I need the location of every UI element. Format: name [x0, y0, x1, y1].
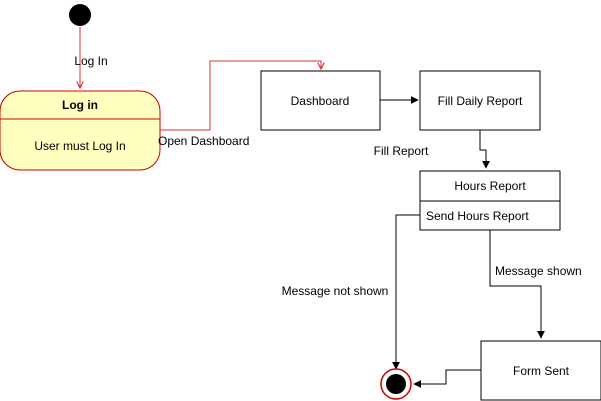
state-form-sent[interactable]: Form Sent [480, 340, 601, 401]
login-title: Log in [62, 98, 98, 112]
edge-fill-to-hours[interactable]: Fill Report [374, 130, 490, 169]
edge-label-open-dashboard: Open Dashboard [158, 134, 249, 148]
edge-login-to-dashboard[interactable]: Open Dashboard [158, 60, 321, 148]
state-hours-report[interactable]: Hours Report Send Hours Report [419, 170, 561, 231]
edge-form-to-end[interactable] [413, 369, 481, 388]
edge-label-log-in: Log In [74, 54, 107, 68]
edge-label-message-shown: Message shown [495, 264, 582, 278]
state-login[interactable]: Log in User must Log In [0, 90, 161, 171]
state-dashboard[interactable]: Dashboard [260, 70, 381, 131]
edge-start-to-login[interactable]: Log In [74, 27, 108, 88]
form-sent-label: Form Sent [513, 364, 570, 378]
edge-label-message-not-shown: Message not shown [282, 284, 389, 298]
initial-state[interactable] [69, 4, 91, 26]
dashboard-label: Dashboard [291, 94, 350, 108]
fill-daily-report-label: Fill Daily Report [438, 94, 523, 108]
hours-report-body: Send Hours Report [426, 209, 529, 223]
login-body: User must Log In [34, 139, 125, 153]
edge-hours-to-end[interactable]: Message not shown [282, 214, 420, 370]
hours-report-title: Hours Report [454, 179, 526, 193]
edge-hours-to-form[interactable]: Message shown [489, 230, 582, 339]
state-fill-daily-report[interactable]: Fill Daily Report [419, 70, 541, 131]
final-state[interactable] [380, 368, 412, 400]
edge-label-fill-report: Fill Report [374, 144, 429, 158]
